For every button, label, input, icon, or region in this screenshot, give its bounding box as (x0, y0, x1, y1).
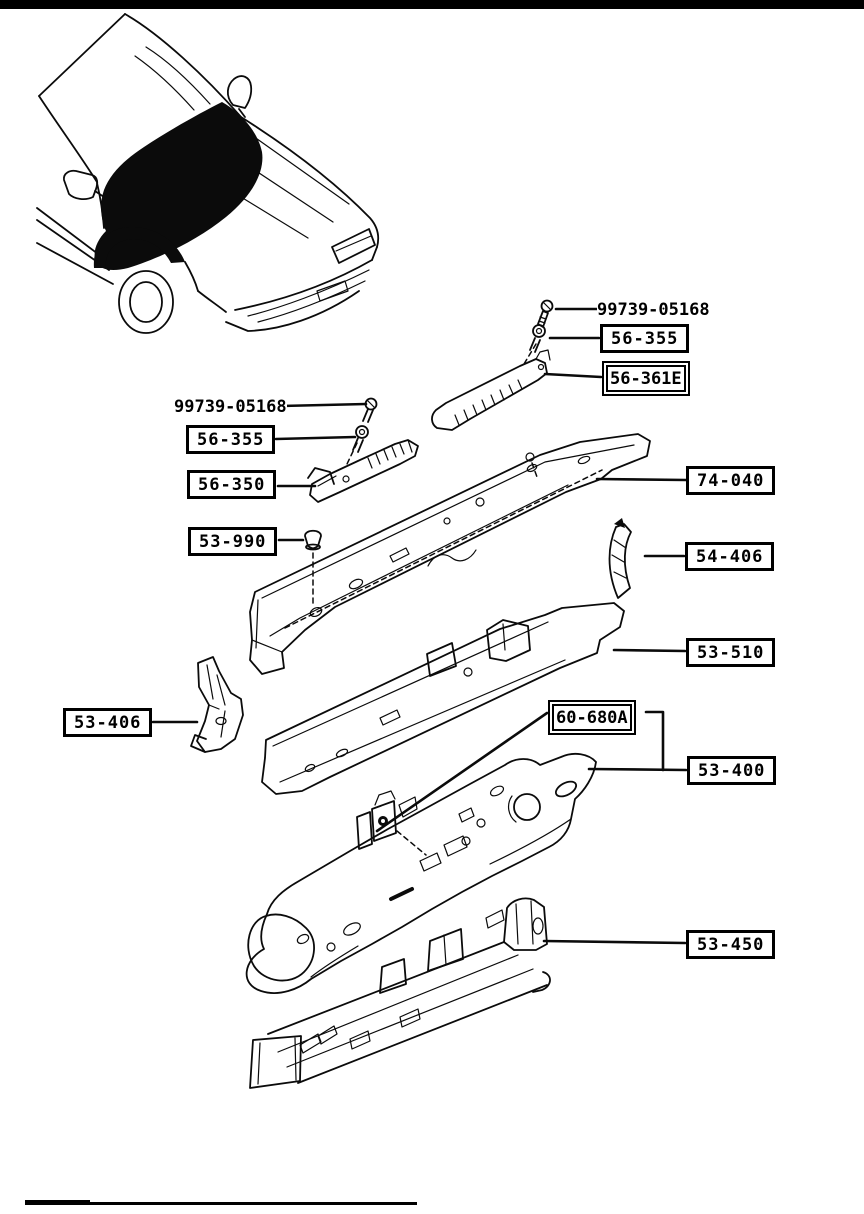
screw-icon-left-1 (362, 397, 378, 423)
part-number-box-56-355-lower[interactable]: 56-355 (186, 425, 276, 454)
part-number-box-53-990[interactable]: 53-990 (188, 527, 278, 556)
part-number-box-53-400[interactable]: 53-400 (687, 756, 777, 785)
part-number-box-74-040[interactable]: 74-040 (686, 466, 776, 495)
part-number-box-60-680A[interactable]: 60-680A (548, 700, 636, 735)
car-illustration (36, 13, 380, 334)
part-number-box-53-450[interactable]: 53-450 (686, 930, 776, 959)
screw-icon-left-2 (346, 425, 369, 465)
part-56-361e-drawing (431, 349, 551, 431)
part-number-box-54-406[interactable]: 54-406 (685, 542, 775, 571)
rivet-icon-53-990 (304, 529, 322, 607)
part-60-680a-drawing (356, 790, 427, 856)
part-number-box-53-510[interactable]: 53-510 (686, 638, 776, 667)
part-74-040-drawing (249, 433, 651, 675)
part-number-box-56-350[interactable]: 56-350 (187, 470, 277, 499)
part-number-box-53-406[interactable]: 53-406 (63, 708, 153, 737)
part-53-510-drawing (261, 602, 625, 795)
part-number-box-56-355-upper[interactable]: 56-355 (600, 324, 690, 353)
part-number-label-99739-05168-lower: 99739-05168 (174, 397, 287, 417)
screw-icon-top-2 (523, 324, 546, 365)
part-number-label-99739-05168-upper: 99739-05168 (597, 300, 710, 320)
page-bottom-border-tick (25, 1200, 90, 1205)
part-54-406-drawing (608, 518, 632, 599)
part-53-406-drawing (190, 656, 244, 753)
page-bottom-border (25, 1202, 417, 1205)
screw-icon-top-1 (537, 299, 554, 328)
leader-lines (151, 307, 688, 945)
page-top-border (0, 0, 864, 9)
part-53-450-drawing (249, 897, 551, 1089)
part-number-box-56-361E[interactable]: 56-361E (602, 361, 690, 396)
part-56-350-drawing (307, 439, 419, 503)
part-53-400-drawing (245, 752, 597, 994)
